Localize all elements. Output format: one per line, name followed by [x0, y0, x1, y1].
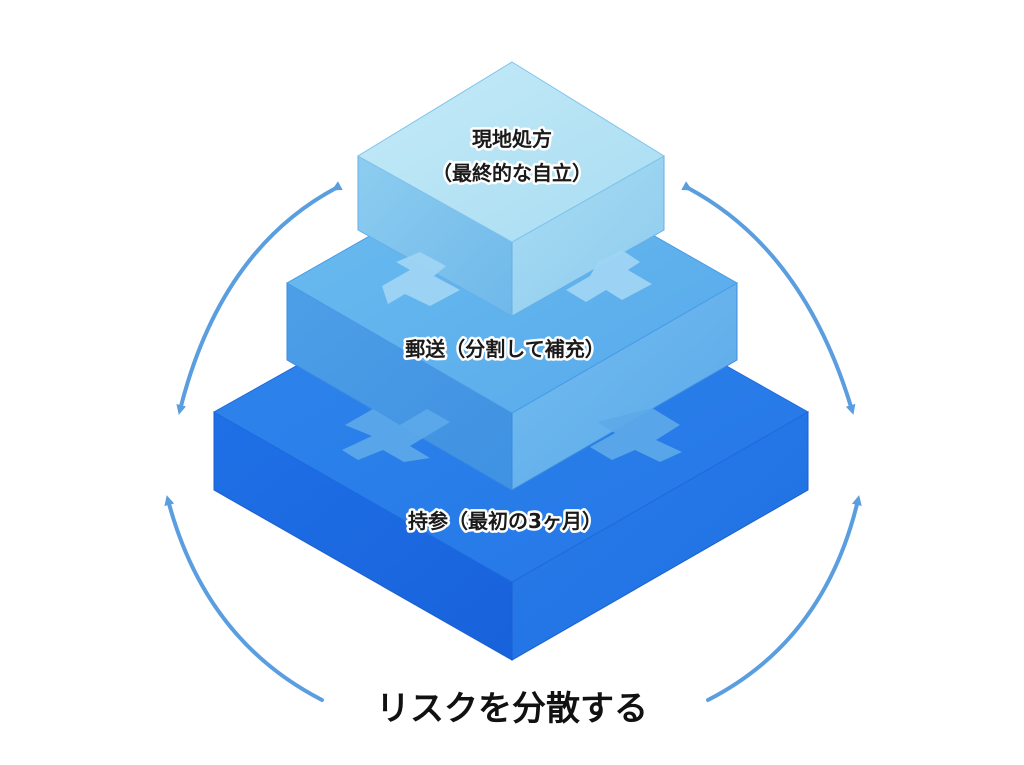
- puzzle-tab-top-left: [382, 252, 460, 306]
- tier-top-label-line1: 現地処方: [472, 127, 552, 151]
- puzzle-tab-left: [342, 409, 450, 462]
- arrow-upper-right: [681, 181, 856, 415]
- diagram-caption: リスクを分散する: [376, 689, 648, 729]
- tier-bottom-label: 持参（最初の3ヶ月）: [408, 509, 602, 533]
- tier-middle-label: 郵送（分割して補充）: [405, 337, 604, 361]
- tier-top: [357, 61, 665, 317]
- cycle-arrows: [164, 181, 862, 702]
- tier-top-top-face: [357, 61, 665, 243]
- arrow-lower-right: [706, 495, 862, 702]
- puzzle-tab-top-right: [566, 250, 652, 302]
- arrow-upper-left: [176, 181, 343, 415]
- arrow-lower-left: [164, 495, 324, 702]
- tier-top-label-line2: （最終的な自立）: [432, 161, 592, 185]
- puzzle-tab-right: [590, 408, 682, 462]
